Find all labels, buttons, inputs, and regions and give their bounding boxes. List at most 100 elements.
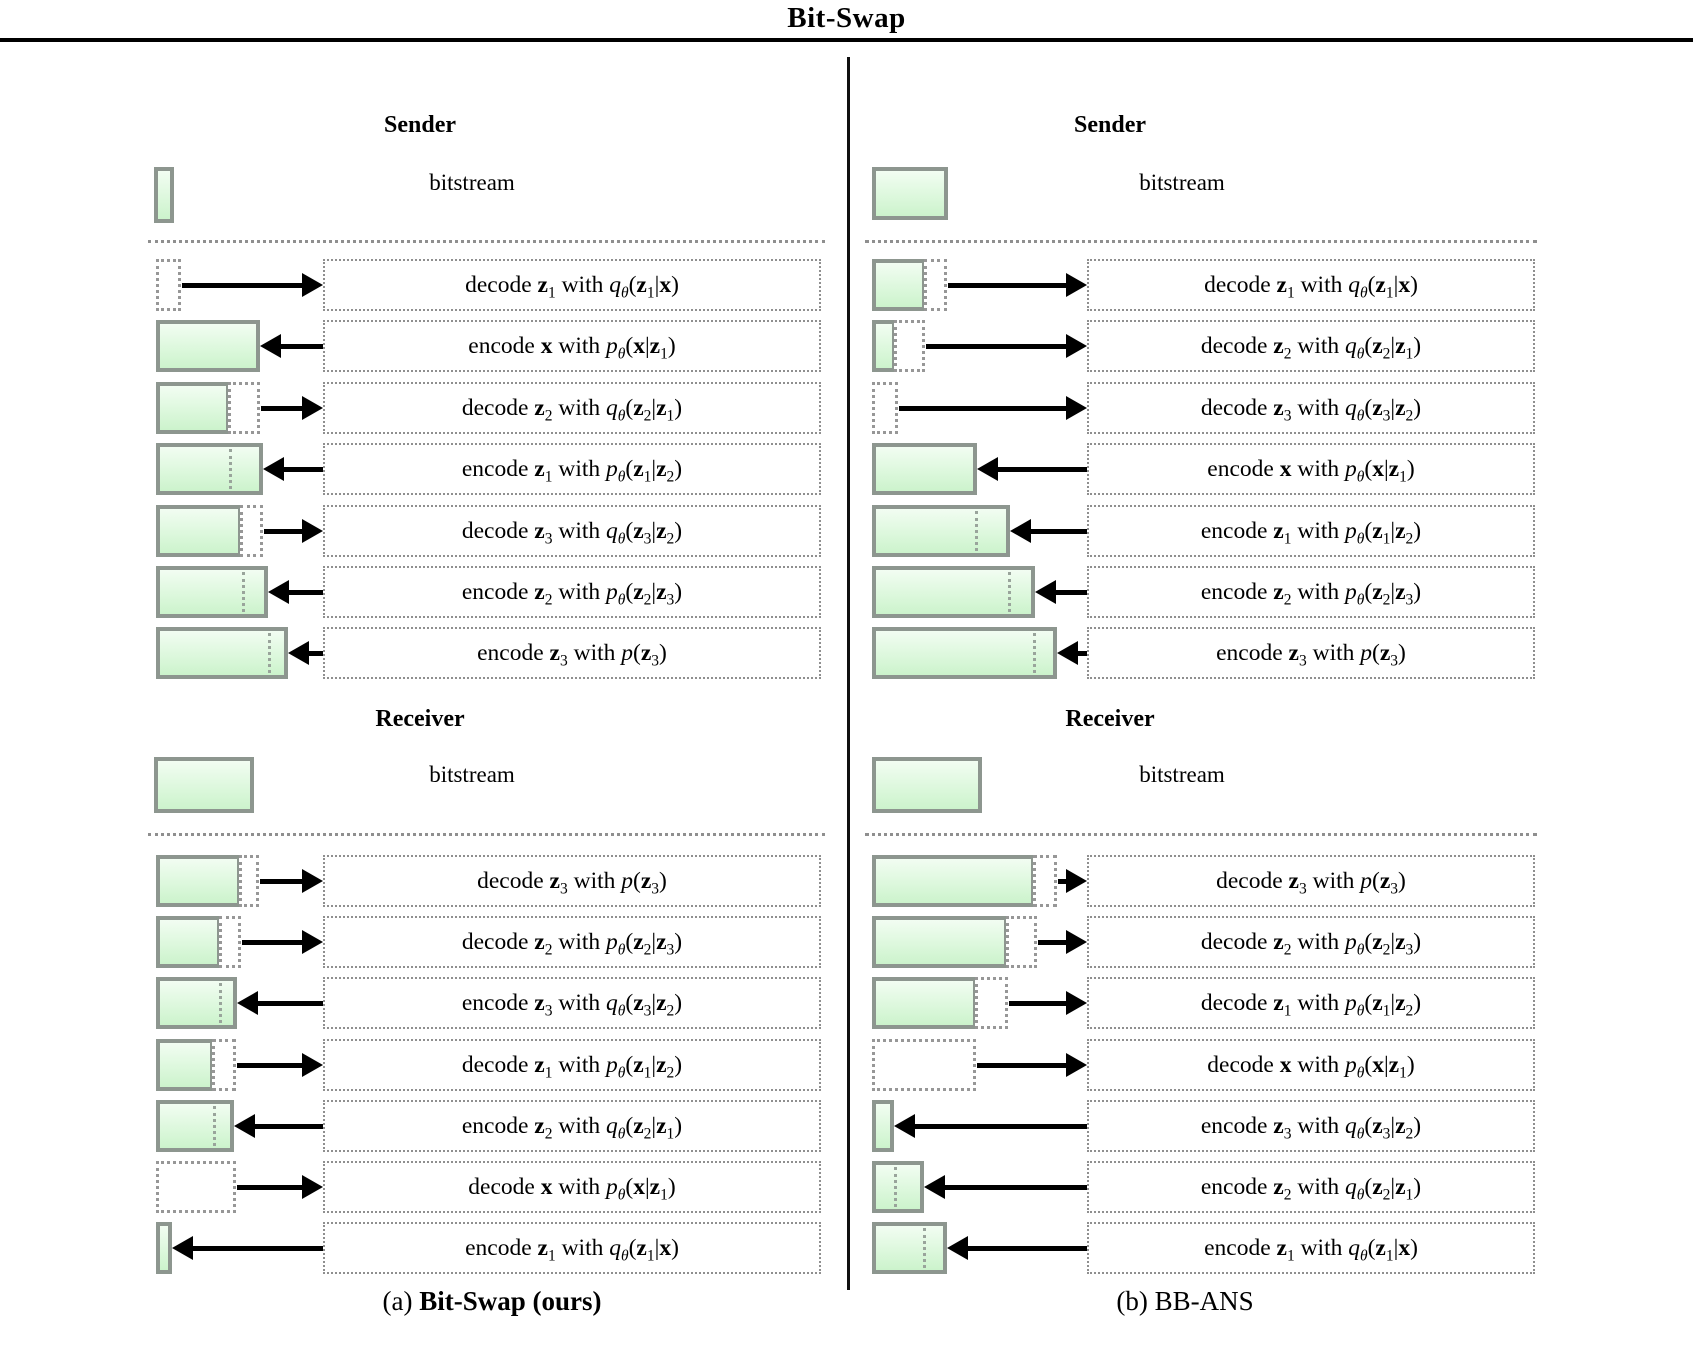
bitstream-initial-bar: [154, 757, 254, 813]
arrow-right-icon: [302, 869, 323, 893]
encode-operation-box: encode z2 with qθ(z2|z1): [1087, 1161, 1535, 1213]
bitstream-removed-outline: [228, 382, 260, 434]
arrow-right-icon: [302, 273, 323, 297]
arrow-from-operation: [283, 467, 323, 472]
operation-label: encode z1 with qθ(z1|x): [465, 1234, 679, 1265]
bitstream-previous-edge-divider: [923, 1228, 926, 1268]
section-separator-dotted: [865, 833, 1537, 836]
arrow-left-icon: [260, 334, 281, 358]
top-rule: [0, 38, 1693, 42]
arrow-from-operation: [967, 1246, 1087, 1251]
bitstream-bar: [872, 855, 1035, 907]
bitstream-bar: [156, 977, 237, 1029]
bitstream-bar: [156, 382, 230, 434]
arrow-from-operation: [288, 590, 323, 595]
panel-caption: (a) Bit-Swap (ours): [383, 1286, 602, 1317]
arrow-right-icon: [1066, 396, 1087, 420]
bitstream-bar: [156, 1039, 214, 1091]
operation-label: encode z2 with qθ(z2|z1): [1200, 1173, 1422, 1204]
receiver-heading: Receiver: [375, 706, 465, 732]
bitstream-bar: [156, 1222, 172, 1274]
operation-label: decode z3 with qθ(z3|z2): [1200, 394, 1422, 425]
operation-label: encode z3 with qθ(z3|z2): [461, 989, 683, 1020]
decode-operation-box: decode z2 with pθ(z2|z3): [323, 916, 821, 968]
operation-label: decode z2 with pθ(z2|z3): [1200, 928, 1422, 959]
bitstream-bar-consumed-outline: [156, 259, 181, 311]
decode-operation-box: decode z3 with qθ(z3|z2): [1087, 382, 1535, 434]
arrow-from-operation: [1030, 529, 1087, 534]
decode-operation-box: decode z3 with qθ(z3|z2): [323, 505, 821, 557]
arrow-from-operation: [280, 344, 323, 349]
operation-label: decode z2 with qθ(z2|z1): [1200, 332, 1422, 363]
panel-divider-line: [847, 57, 850, 1290]
arrow-to-operation: [1009, 1001, 1067, 1006]
operation-label: encode z3 with p(z3): [1216, 639, 1406, 670]
bitstream-label: bitstream: [429, 170, 515, 195]
operation-label: encode z2 with pθ(z2|z3): [461, 578, 683, 609]
caption-method-name: BB-ANS: [1154, 1286, 1254, 1316]
operation-label: decode z3 with p(z3): [1216, 867, 1406, 898]
bitstream-label: bitstream: [429, 762, 515, 787]
bitstream-removed-outline: [240, 505, 263, 557]
figure-title: Bit-Swap: [787, 2, 906, 34]
bitstream-bar: [872, 1100, 894, 1152]
encode-operation-box: encode z2 with pθ(z2|z3): [1087, 566, 1535, 618]
bitstream-label: bitstream: [1139, 762, 1225, 787]
arrow-to-operation: [977, 1063, 1067, 1068]
bitstream-previous-edge-divider: [242, 572, 245, 612]
bitstream-previous-edge-divider: [268, 633, 271, 673]
bitstream-removed-outline: [239, 855, 259, 907]
caption-index: (b): [1116, 1286, 1155, 1316]
encode-operation-box: encode z1 with qθ(z1|x): [323, 1222, 821, 1274]
arrow-to-operation: [261, 406, 303, 411]
arrow-from-operation: [308, 651, 323, 656]
arrow-to-operation: [260, 879, 303, 884]
panel-caption: (b) BB-ANS: [1116, 1286, 1253, 1317]
bitstream-bar: [156, 855, 241, 907]
decode-operation-box: decode x with pθ(x|z1): [323, 1161, 821, 1213]
encode-operation-box: encode z3 with qθ(z3|z2): [323, 977, 821, 1029]
bitstream-bar: [872, 1161, 924, 1213]
receiver-heading: Receiver: [1065, 706, 1155, 732]
arrow-right-icon: [302, 1175, 323, 1199]
sender-heading: Sender: [384, 112, 456, 138]
bitstream-previous-edge-divider: [213, 1106, 216, 1146]
operation-label: decode x with pθ(x|z1): [1207, 1051, 1415, 1082]
bitstream-previous-edge-divider: [229, 449, 232, 489]
section-separator-dotted: [865, 240, 1537, 243]
arrow-to-operation: [948, 283, 1067, 288]
decode-operation-box: decode z1 with pθ(z1|z2): [1087, 977, 1535, 1029]
arrow-right-icon: [302, 396, 323, 420]
arrow-right-icon: [1066, 273, 1087, 297]
decode-operation-box: decode z1 with qθ(z1|x): [323, 259, 821, 311]
bitstream-bar: [872, 977, 977, 1029]
arrow-from-operation: [944, 1185, 1087, 1190]
operation-label: decode z1 with pθ(z1|z2): [1200, 989, 1422, 1020]
bitstream-previous-edge-divider: [219, 983, 222, 1023]
encode-operation-box: encode z3 with qθ(z3|z2): [1087, 1100, 1535, 1152]
bitstream-removed-outline: [219, 916, 241, 968]
decode-operation-box: decode z1 with qθ(z1|x): [1087, 259, 1535, 311]
operation-label: encode z2 with pθ(z2|z3): [1200, 578, 1422, 609]
arrow-right-icon: [1066, 930, 1087, 954]
arrow-to-operation: [264, 529, 303, 534]
arrow-left-icon: [1057, 641, 1078, 665]
arrow-left-icon: [1010, 519, 1031, 543]
bitstream-bar: [872, 505, 1010, 557]
arrow-from-operation: [914, 1124, 1087, 1129]
operation-label: encode x with pθ(x|z1): [1207, 455, 1415, 486]
arrow-right-icon: [302, 519, 323, 543]
operation-label: encode z2 with qθ(z2|z1): [461, 1112, 683, 1143]
operation-label: encode x with pθ(x|z1): [468, 332, 676, 363]
bitstream-removed-outline: [1033, 855, 1057, 907]
operation-label: decode z2 with qθ(z2|z1): [461, 394, 683, 425]
bitstream-bar-consumed-outline: [872, 1039, 976, 1091]
bitstream-bar: [156, 1100, 234, 1152]
caption-index: (a): [382, 1286, 420, 1316]
decode-operation-box: decode z2 with qθ(z2|z1): [1087, 320, 1535, 372]
operation-label: decode z3 with p(z3): [477, 867, 667, 898]
arrow-right-icon: [302, 1053, 323, 1077]
encode-operation-box: encode z1 with pθ(z1|z2): [1087, 505, 1535, 557]
arrow-from-operation: [997, 467, 1087, 472]
bitstream-bar: [872, 566, 1035, 618]
